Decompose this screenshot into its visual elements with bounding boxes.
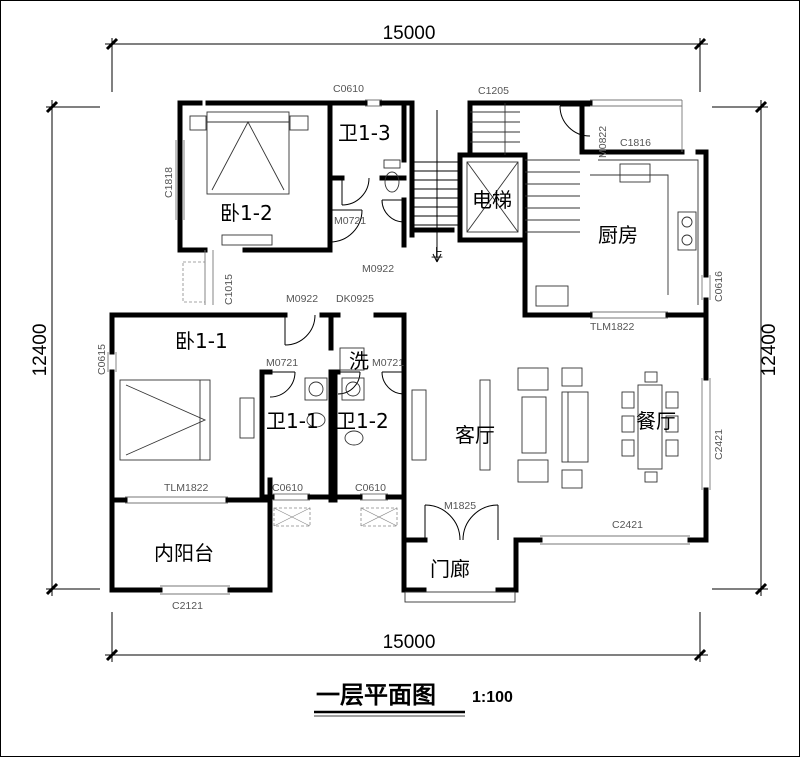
walls	[109, 100, 709, 593]
stair-up-label: 上	[431, 246, 443, 260]
code-c1816: C1816	[620, 137, 651, 149]
code-c2121: C2121	[172, 600, 203, 612]
code-m0721-bath11: M0721	[266, 357, 298, 369]
dimension-bottom: 15000	[383, 632, 436, 653]
code-tlm1822-bed: TLM1822	[164, 482, 209, 494]
code-dk0925: DK0925	[336, 293, 374, 305]
staircase	[412, 103, 580, 263]
plan-title: 一层平面图	[316, 681, 436, 709]
room-inner-balcony: 内阳台	[154, 541, 214, 565]
code-c0615: C0615	[96, 344, 108, 375]
code-c2421-bottom: C2421	[612, 519, 643, 531]
code-c0610-b12: C0610	[355, 482, 386, 494]
dimension-lines	[45, 37, 768, 662]
code-m1825: M1825	[444, 500, 476, 512]
room-bath-1-2: 卫1-2	[336, 409, 389, 433]
code-c1818: C1818	[163, 167, 175, 198]
room-bath-1-3: 卫1-3	[338, 121, 391, 145]
code-c0610-top: C0610	[333, 83, 364, 95]
code-m0822: M0822	[597, 126, 609, 158]
plan-scale: 1:100	[472, 689, 513, 706]
room-dining: 餐厅	[636, 409, 676, 433]
code-c0610-b11: C0610	[272, 482, 303, 494]
code-c1015: C1015	[223, 274, 235, 305]
dimension-right: 12400	[759, 324, 780, 377]
room-labels: 卧1-2 卫1-3 电梯 厨房 卧1-1 洗 卫1-1 卫1-2 客厅 餐厅 内…	[154, 121, 676, 581]
room-bedroom-1-1: 卧1-1	[175, 329, 228, 353]
code-m0721-bath12: M0721	[372, 357, 404, 369]
code-m0721-bath13: M0721	[334, 215, 366, 227]
room-porch: 门廊	[430, 557, 470, 581]
windows	[107, 99, 711, 595]
code-tlm1822-kitchen: TLM1822	[590, 321, 635, 333]
doors	[269, 105, 591, 541]
room-bath-1-1: 卫1-1	[266, 409, 319, 433]
room-bedroom-1-2: 卧1-2	[220, 201, 273, 225]
furniture	[119, 111, 699, 603]
code-c2421-right: C2421	[713, 429, 725, 460]
room-living: 客厅	[455, 423, 495, 447]
code-m0922-upper: M0922	[362, 263, 394, 275]
dimension-left: 12400	[30, 324, 51, 377]
dimension-top: 15000	[383, 23, 436, 44]
code-c1205: C1205	[478, 85, 509, 97]
room-wash: 洗	[349, 349, 369, 373]
opening-codes: C0610 C1205 M0822 C1816 C1818 M0721 M092…	[96, 83, 725, 612]
code-c0616: C0616	[713, 271, 725, 302]
room-kitchen: 厨房	[598, 223, 638, 247]
code-m0922-lower: M0922	[286, 293, 318, 305]
room-elevator: 电梯	[472, 188, 512, 212]
elevator-shaft	[466, 161, 519, 233]
